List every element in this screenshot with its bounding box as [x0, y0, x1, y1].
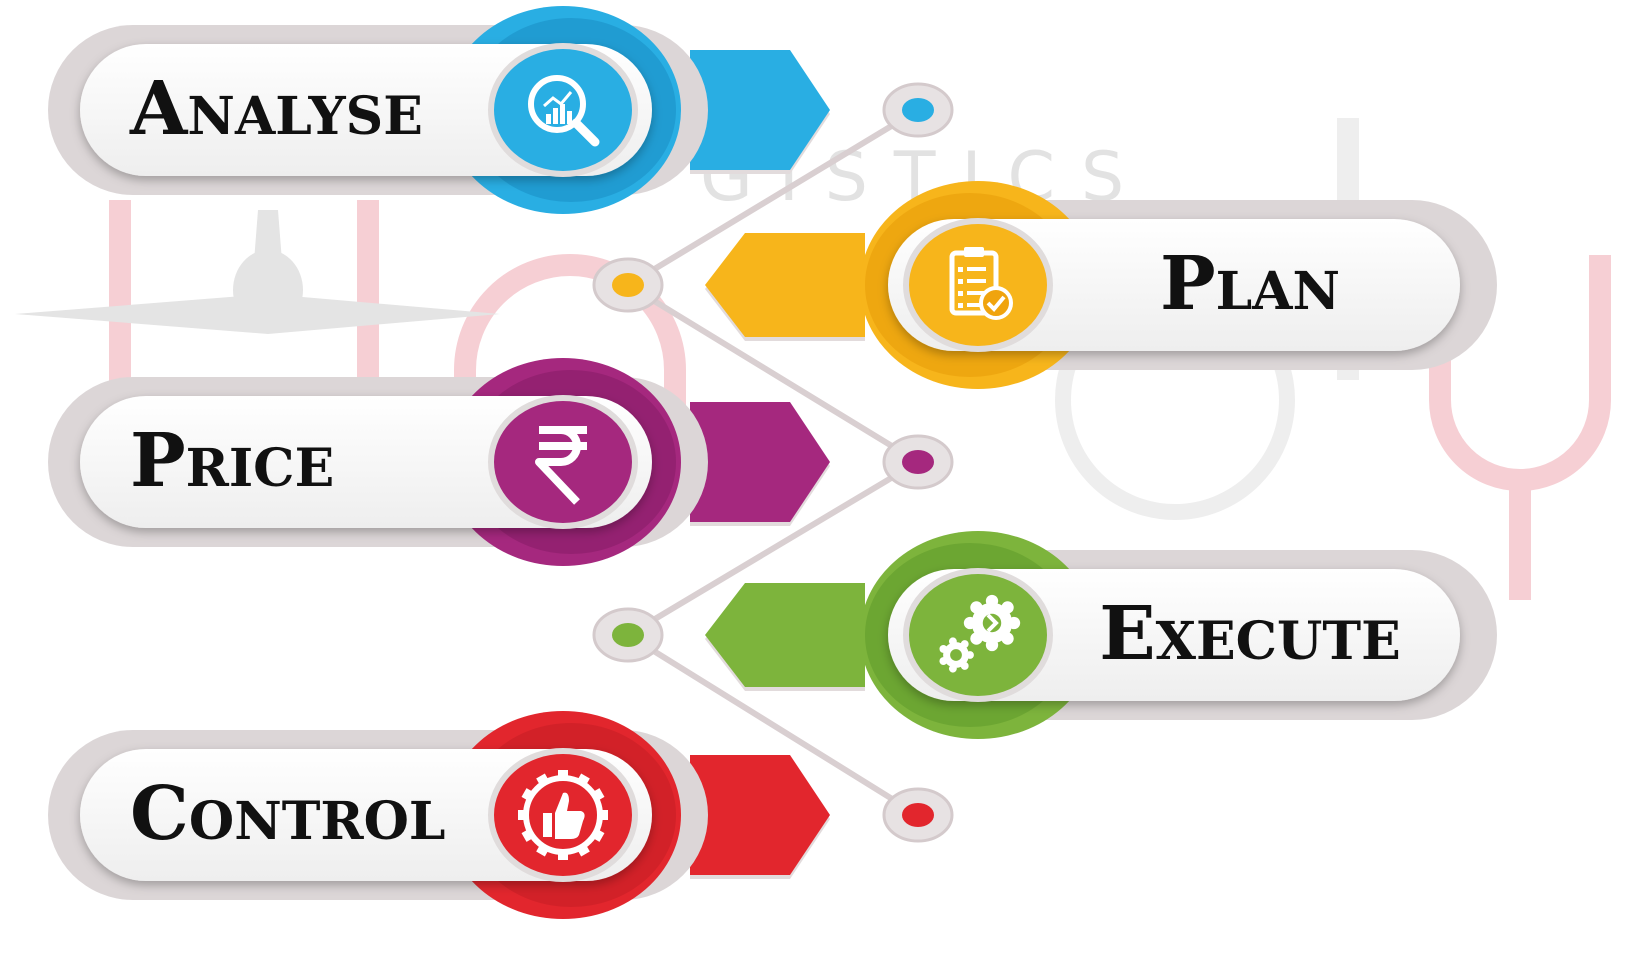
analytics-magnifier-icon [528, 75, 600, 147]
step-label-execute: Execute [1099, 591, 1400, 677]
connector-line [625, 459, 921, 638]
connector-node-dot [612, 273, 644, 297]
connector-line [625, 282, 921, 465]
connector-node-dot [612, 623, 644, 647]
icon-badge [903, 218, 1053, 352]
step-control: Control [48, 711, 830, 919]
connector-node-dot [902, 803, 934, 827]
rupee-icon [535, 426, 587, 505]
thumbs-up-gear-icon [518, 770, 608, 860]
connectors [592, 82, 954, 843]
connector-line [625, 107, 921, 288]
step-label-control: Control [130, 771, 446, 857]
checklist-icon [949, 247, 1013, 320]
step-execute: Execute [705, 531, 1497, 739]
arrow-tab [705, 233, 865, 337]
watermark-logo [109, 118, 1611, 600]
connector-line [625, 632, 921, 818]
step-analyse: Analyse [48, 6, 830, 214]
connector-node-dot [902, 98, 934, 122]
arrow-tab [705, 583, 865, 687]
step-plan: Plan [705, 181, 1497, 389]
connector-node-dot [902, 450, 934, 474]
step-label-price: Price [130, 418, 334, 504]
gears-icon [939, 594, 1021, 673]
arrow-tab [690, 402, 830, 522]
step-label-plan: Plan [1160, 241, 1340, 327]
step-label-analyse: Analyse [129, 66, 423, 152]
watermark-airplane [15, 210, 500, 334]
arrow-tab [690, 755, 830, 875]
step-price: Price [48, 358, 830, 566]
arrow-tab [690, 50, 830, 170]
